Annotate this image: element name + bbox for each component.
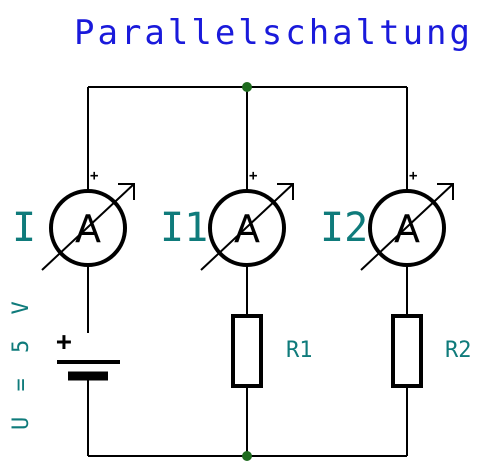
ammeter-i2-symbol: A — [394, 207, 420, 251]
ammeter-i2: A + — [360, 168, 454, 271]
ammeter-i1-label: I1 — [160, 205, 208, 251]
junction-node-bottom — [242, 451, 252, 461]
ammeter-main-plus: + — [90, 168, 98, 184]
resistor-r1-label: R1 — [286, 338, 313, 363]
resistor-r1 — [231, 314, 263, 388]
ammeter-i2-plus: + — [409, 168, 417, 184]
ammeter-main-label: I — [12, 205, 36, 251]
ammeter-main-symbol: A — [75, 207, 101, 251]
ammeter-i1-plus: + — [249, 168, 257, 184]
junction-node-top — [242, 82, 252, 92]
wiring — [87, 86, 408, 457]
resistor-r2-label: R2 — [445, 338, 472, 363]
diagram-title: Parallelschaltung — [74, 13, 473, 53]
battery-plus: + — [56, 327, 72, 357]
battery-symbol: + — [56, 327, 120, 381]
ammeter-i2-label: I2 — [320, 205, 368, 251]
voltage-label: U = 5 V — [9, 295, 34, 430]
ammeter-i1: A + — [200, 168, 294, 271]
ammeter-i1-symbol: A — [234, 207, 260, 251]
ammeter-main: A + — [41, 168, 135, 271]
resistor-r2 — [391, 314, 423, 388]
